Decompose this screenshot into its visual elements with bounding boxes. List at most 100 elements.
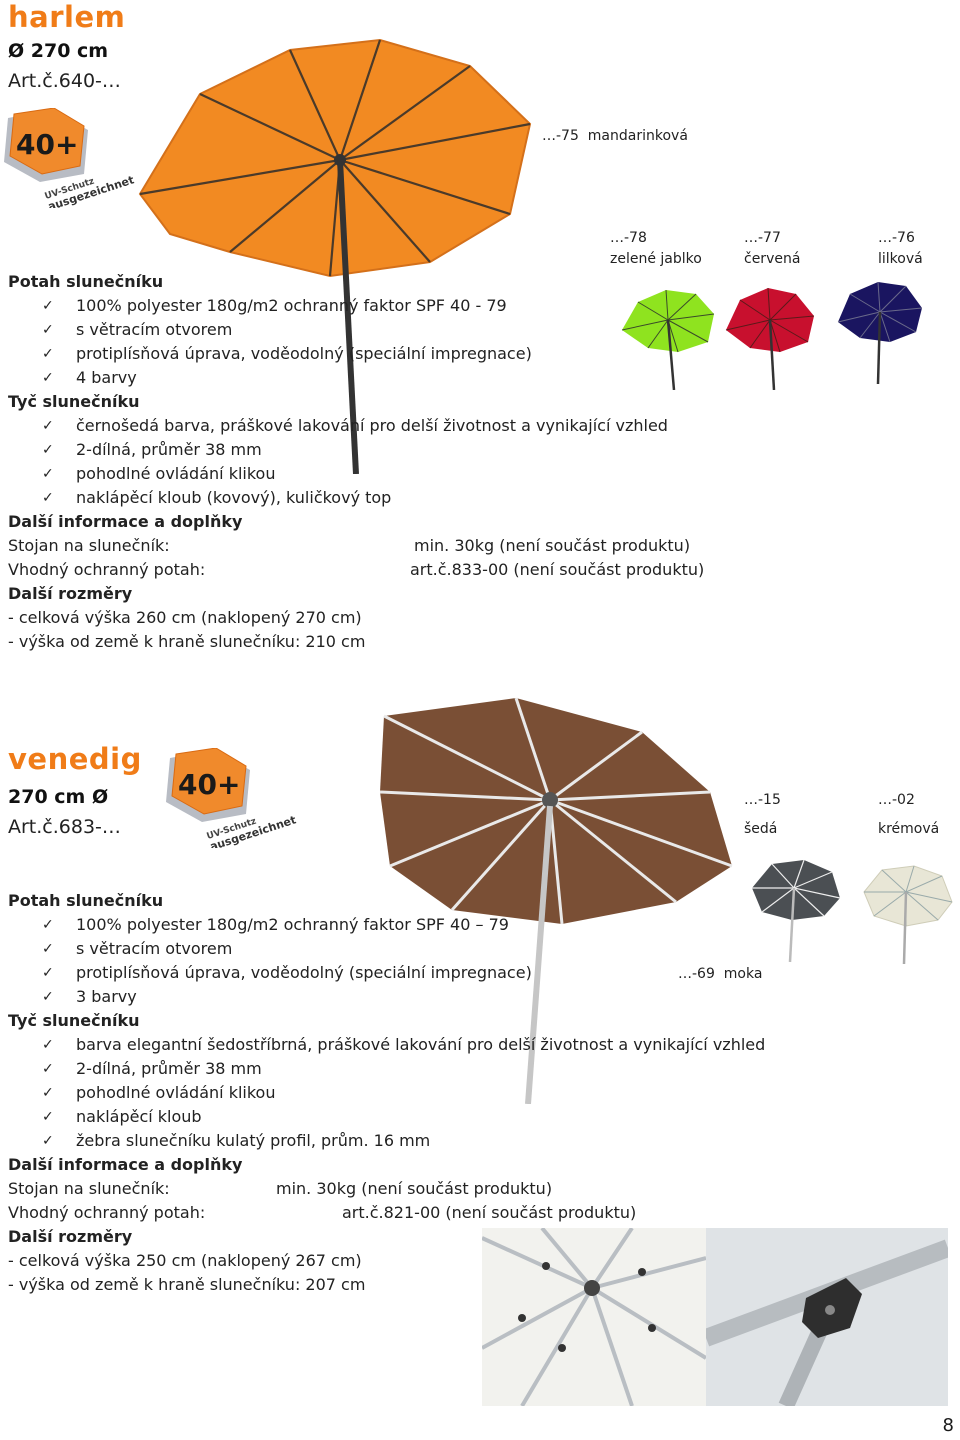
ribs-underside-image bbox=[482, 1228, 706, 1406]
venedig-variant-cream-code: …-02 bbox=[878, 792, 915, 808]
list-item: ✓4 barvy bbox=[8, 366, 532, 390]
venedig-dims-heading: Další rozměry bbox=[8, 1227, 133, 1246]
harlem-dims-line2: - výška od země k hraně slunečníku: 210 … bbox=[8, 632, 366, 651]
venedig-main-color-name: moka bbox=[723, 966, 763, 982]
harlem-badge-number: 40+ bbox=[16, 128, 78, 161]
harlem-dims-heading: Další rozměry bbox=[8, 584, 133, 603]
harlem-pole-list: ✓černošedá barva, práškové lakování pro … bbox=[8, 414, 668, 510]
venedig-cover-list: ✓100% polyester 180g/m2 ochranný faktor … bbox=[8, 913, 532, 1009]
venedig-cover-value: art.č.821-00 (není součást produktu) bbox=[342, 1203, 637, 1222]
venedig-grey-umbrella-image bbox=[752, 859, 841, 962]
harlem-pole-heading: Tyč slunečníku bbox=[8, 392, 140, 411]
venedig-dims-line1: - celková výška 250 cm (naklopený 267 cm… bbox=[8, 1251, 362, 1270]
venedig-info-heading: Další informace a doplňky bbox=[8, 1155, 243, 1174]
harlem-diameter: Ø 270 cm bbox=[8, 40, 109, 62]
uv-badge-icon: 40+ UV-Schutz ausgezeichnet bbox=[166, 748, 298, 848]
check-icon: ✓ bbox=[42, 298, 54, 314]
check-icon: ✓ bbox=[42, 1061, 54, 1077]
list-item: ✓naklápěcí kloub (kovový), kuličkový top bbox=[8, 486, 668, 510]
list-item: ✓s větracím otvorem bbox=[8, 318, 532, 342]
check-icon: ✓ bbox=[42, 442, 54, 458]
harlem-green-umbrella-image bbox=[621, 289, 715, 390]
underside-detail-photo bbox=[482, 1228, 706, 1406]
check-icon: ✓ bbox=[42, 917, 54, 933]
venedig-cover-heading: Potah slunečníku bbox=[8, 891, 164, 910]
harlem-red-umbrella-image bbox=[725, 287, 815, 390]
venedig-variant-cream-caption: …-02 krémová bbox=[878, 790, 939, 840]
list-item: ✓2-dílná, průměr 38 mm bbox=[8, 438, 668, 462]
harlem-variant-purple-caption: …-76 lilková bbox=[878, 228, 923, 270]
venedig-main-color-caption: …-69 moka bbox=[678, 964, 762, 985]
list-item: ✓naklápěcí kloub bbox=[8, 1105, 765, 1129]
check-icon: ✓ bbox=[42, 941, 54, 957]
venedig-title: venedig bbox=[8, 742, 142, 776]
harlem-cover-heading: Potah slunečníku bbox=[8, 272, 164, 291]
tilt-joint-image bbox=[706, 1239, 948, 1406]
check-icon: ✓ bbox=[42, 490, 54, 506]
venedig-pole-heading: Tyč slunečníku bbox=[8, 1011, 140, 1030]
list-item: ✓s větracím otvorem bbox=[8, 937, 532, 961]
list-item: ✓žebra slunečníku kulatý profil, prům. 1… bbox=[8, 1129, 765, 1153]
harlem-stand-label: Stojan na slunečník: bbox=[8, 536, 170, 555]
list-item: ✓barva elegantní šedostříbrná, práškové … bbox=[8, 1033, 765, 1057]
page-number: 8 bbox=[942, 1415, 954, 1436]
harlem-variant-red-caption: …-77 červená bbox=[744, 228, 800, 270]
venedig-art-number: Art.č.683-… bbox=[8, 816, 121, 838]
venedig-variant-grey-code: …-15 bbox=[744, 792, 781, 808]
joint-detail-photo bbox=[706, 1228, 948, 1406]
list-item: ✓3 barvy bbox=[8, 985, 532, 1009]
harlem-main-color-code: …-75 bbox=[542, 128, 579, 144]
venedig-cover-label: Vhodný ochranný potah: bbox=[8, 1203, 206, 1222]
harlem-title: harlem bbox=[8, 0, 126, 34]
harlem-variant-green-caption: …-78 zelené jablko bbox=[610, 228, 702, 270]
check-icon: ✓ bbox=[42, 1085, 54, 1101]
harlem-main-umbrella-image bbox=[138, 38, 532, 474]
list-item: ✓pohodlné ovládání klikou bbox=[8, 462, 668, 486]
harlem-cover-value: art.č.833-00 (není součást produktu) bbox=[410, 560, 705, 579]
check-icon: ✓ bbox=[42, 965, 54, 981]
venedig-cream-umbrella-image bbox=[863, 865, 953, 965]
harlem-cover-label: Vhodný ochranný potah: bbox=[8, 560, 206, 579]
harlem-variant-green-code: …-78 bbox=[610, 230, 647, 246]
harlem-variant-green-name: zelené jablko bbox=[610, 251, 702, 267]
venedig-badge-number: 40+ bbox=[178, 768, 240, 801]
venedig-diameter: 270 cm Ø bbox=[8, 786, 109, 808]
harlem-info-heading: Další informace a doplňky bbox=[8, 512, 243, 531]
harlem-cover-list: ✓100% polyester 180g/m2 ochranný faktor … bbox=[8, 294, 532, 390]
venedig-pole-list: ✓barva elegantní šedostříbrná, práškové … bbox=[8, 1033, 765, 1153]
check-icon: ✓ bbox=[42, 418, 54, 434]
uv-badge-icon: 40+ UV-Schutz ausgezeichnet bbox=[4, 108, 136, 208]
venedig-stand-label: Stojan na slunečník: bbox=[8, 1179, 170, 1198]
check-icon: ✓ bbox=[42, 1133, 54, 1149]
harlem-stand-value: min. 30kg (není součást produktu) bbox=[414, 536, 691, 555]
check-icon: ✓ bbox=[42, 322, 54, 338]
check-icon: ✓ bbox=[42, 466, 54, 482]
harlem-variant-red-name: červená bbox=[744, 251, 801, 267]
list-item: ✓protiplísňová úprava, voděodolný (speci… bbox=[8, 342, 532, 366]
venedig-main-umbrella-image bbox=[380, 697, 733, 1104]
harlem-main-color-caption: …-75 mandarinková bbox=[542, 126, 688, 147]
list-item: ✓protiplísňová úprava, voděodolný (speci… bbox=[8, 961, 532, 985]
venedig-variant-cream-name: krémová bbox=[878, 821, 940, 837]
harlem-variant-purple-code: …-76 bbox=[878, 230, 915, 246]
venedig-variant-grey-caption: …-15 šedá bbox=[744, 790, 781, 840]
venedig-stand-value: min. 30kg (není součást produktu) bbox=[276, 1179, 553, 1198]
list-item: ✓černošedá barva, práškové lakování pro … bbox=[8, 414, 668, 438]
harlem-main-color-name: mandarinková bbox=[587, 128, 688, 144]
harlem-dims-line1: - celková výška 260 cm (naklopený 270 cm… bbox=[8, 608, 362, 627]
harlem-art-number: Art.č.640-… bbox=[8, 70, 121, 92]
check-icon: ✓ bbox=[42, 989, 54, 1005]
list-item: ✓100% polyester 180g/m2 ochranný faktor … bbox=[8, 913, 532, 937]
harlem-variant-red-code: …-77 bbox=[744, 230, 781, 246]
check-icon: ✓ bbox=[42, 346, 54, 362]
harlem-variant-purple-name: lilková bbox=[878, 251, 923, 267]
harlem-purple-umbrella-image bbox=[837, 281, 923, 384]
list-item: ✓2-dílná, průměr 38 mm bbox=[8, 1057, 765, 1081]
venedig-main-color-code: …-69 bbox=[678, 966, 715, 982]
venedig-dims-line2: - výška od země k hraně slunečníku: 207 … bbox=[8, 1275, 366, 1294]
list-item: ✓100% polyester 180g/m2 ochranný faktor … bbox=[8, 294, 532, 318]
list-item: ✓pohodlné ovládání klikou bbox=[8, 1081, 765, 1105]
venedig-variant-grey-name: šedá bbox=[744, 821, 778, 837]
check-icon: ✓ bbox=[42, 1109, 54, 1125]
check-icon: ✓ bbox=[42, 1037, 54, 1053]
